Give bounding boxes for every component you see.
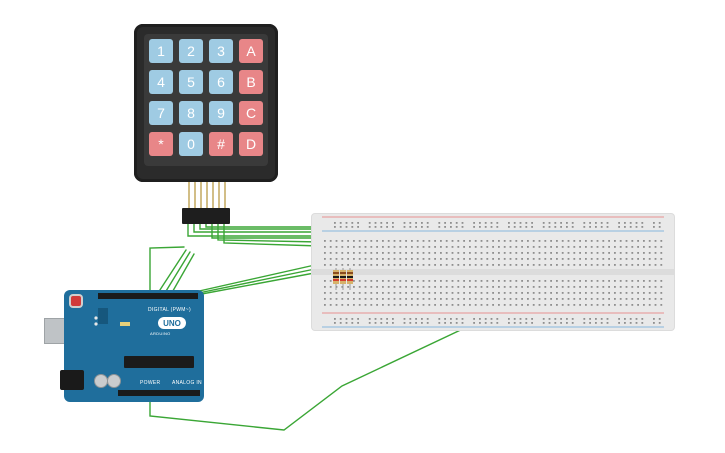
keypad-key-1[interactable]: 1 [149,39,173,63]
keypad-key-7[interactable]: 7 [149,101,173,125]
reset-button[interactable] [71,296,81,306]
uno-badge: UNO [158,317,186,329]
led-indicator [120,322,130,326]
keypad-key-6[interactable]: 6 [209,70,233,94]
wire-keypad-6 [217,223,321,243]
capacitor-2 [107,374,121,388]
wire-keypad-7 [223,223,321,247]
keypad-key-hash[interactable]: # [209,132,233,156]
brand-label: ARDUINO [150,331,171,336]
keypad-key-9[interactable]: 9 [209,101,233,125]
keypad-key-2[interactable]: 2 [179,39,203,63]
arduino-uno-board[interactable] [64,290,204,402]
wire-bb-ard-4 [169,253,195,297]
keypad-ribbon-cable [188,182,226,210]
keypad-key-d[interactable]: D [239,132,263,156]
power-jack [60,370,84,390]
keypad-key-0[interactable]: 0 [179,132,203,156]
resistor-3 [347,268,353,290]
keypad-connector[interactable] [182,208,230,224]
analog-label: ANALOG IN [172,380,202,386]
digital-label: DIGITAL (PWM~) [148,307,191,313]
keypad-key-a[interactable]: A [239,39,263,63]
keypad-key-b[interactable]: B [239,70,263,94]
wire-bb-ard-1 [149,246,185,297]
wire-ground [149,317,487,431]
wire-bb-ard-3 [162,251,191,297]
resistor-2 [340,268,346,290]
keypad-key-3[interactable]: 3 [209,39,233,63]
wire-bb-ard-2 [155,249,187,297]
keypad-key-4[interactable]: 4 [149,70,173,94]
small-chip [98,308,108,324]
keypad-key-5[interactable]: 5 [179,70,203,94]
atmega-chip [124,356,194,368]
breadboard-center-groove [312,269,674,275]
power-label: POWER [140,380,161,386]
breadboard[interactable] [312,214,674,330]
digital-header[interactable] [98,293,198,299]
keypad-key-c[interactable]: C [239,101,263,125]
power-analog-header[interactable] [118,390,200,396]
keypad-key-star[interactable]: * [149,132,173,156]
keypad-key-8[interactable]: 8 [179,101,203,125]
resistor-1 [333,268,339,290]
